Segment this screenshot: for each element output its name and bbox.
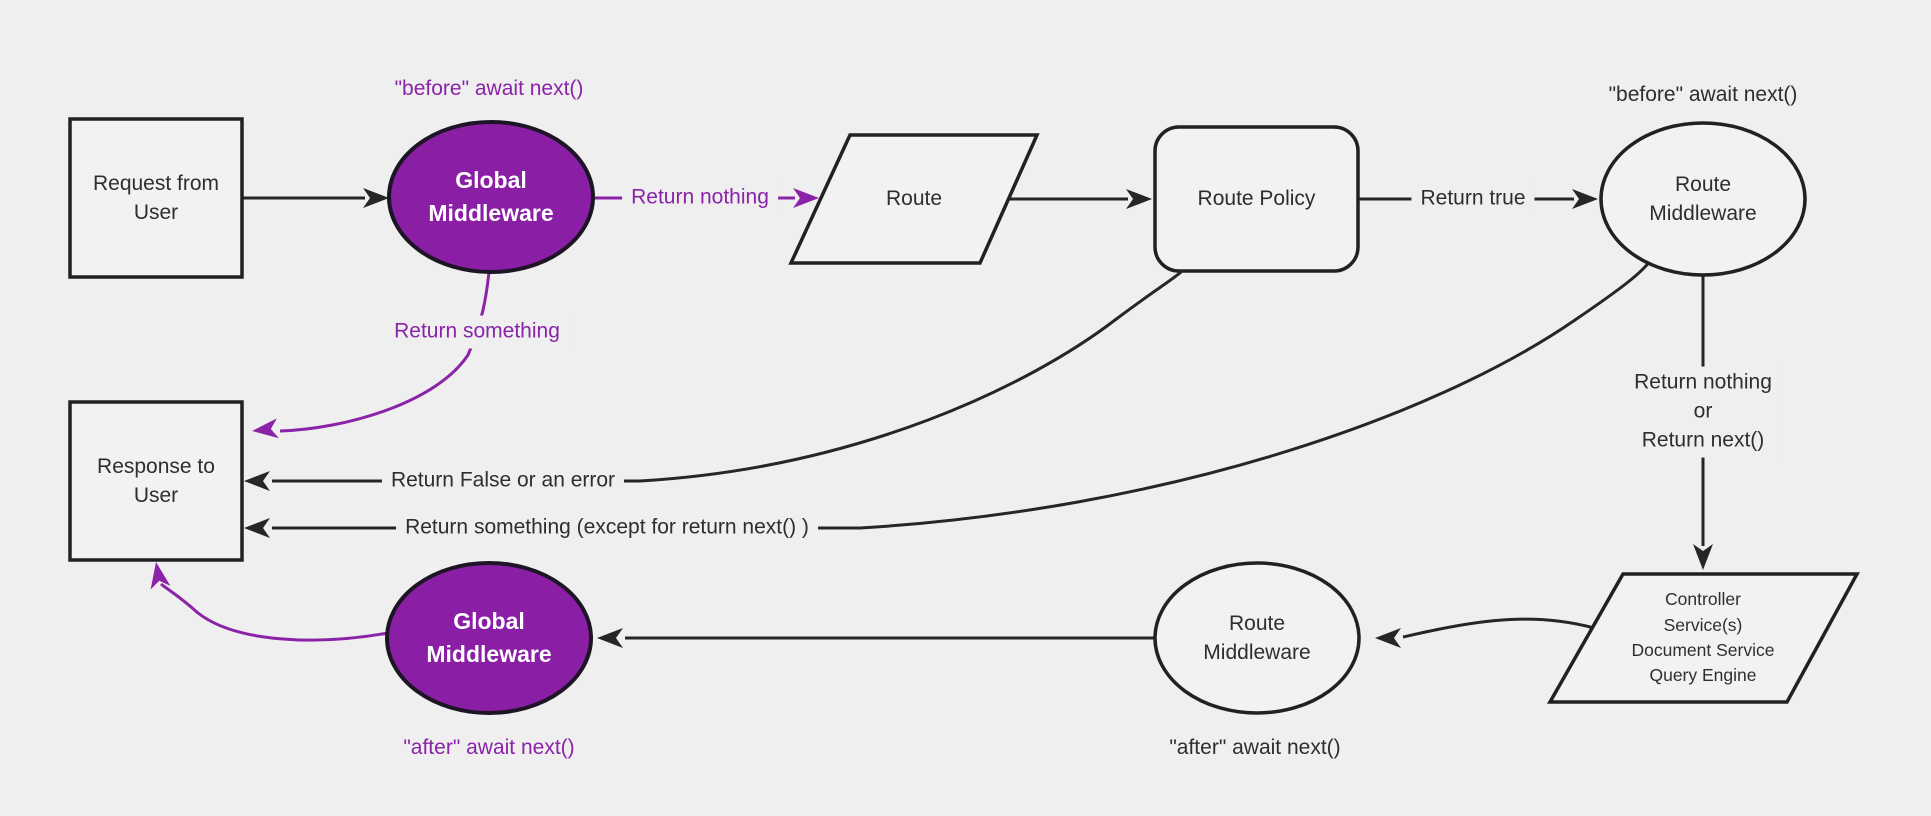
arrowhead-global-to-route [793, 188, 819, 208]
node-route-middleware-before-label: Route Middleware [1649, 172, 1757, 225]
edge-label-return-true: Return true [1411, 182, 1535, 216]
node-route-label: Route [885, 187, 943, 211]
node-controller-stack-label: Controller Service(s) Document Service Q… [1631, 589, 1775, 686]
edge-label-return-something: Return something [385, 315, 569, 349]
node-route-middleware-before-shape [1599, 121, 1807, 277]
edge-label-return-something-except: Return something (except for return next… [396, 511, 818, 545]
edge-controller-to-routemw-after [1402, 617, 1595, 639]
edge-routemw-to-response [272, 260, 1652, 530]
node-request-label: Request from User [92, 171, 220, 224]
node-controller-stack-shape [1546, 572, 1860, 704]
arrowhead-global-to-response [252, 418, 279, 439]
node-response-shape [68, 400, 244, 562]
node-global-middleware-after-shape [385, 561, 593, 715]
arrowhead-policy-to-response [244, 471, 270, 491]
node-global-middleware-before-label: Global Middleware [428, 166, 554, 226]
arrowhead-request-to-global [363, 188, 389, 208]
arrowhead-global-after-to-response [150, 562, 171, 590]
node-global-middleware-after-label: Global Middleware [426, 607, 552, 667]
node-route-middleware-after-shape [1153, 561, 1361, 715]
annotation-after-route-middleware: "after" await next() [1169, 736, 1341, 759]
annotation-before-route-middleware: "before" await next() [1608, 83, 1798, 106]
edge-global-after-to-response [160, 582, 389, 642]
edge-label-return-false-or-error: Return False or an error [381, 464, 625, 498]
annotation-after-global: "after" await next() [403, 736, 575, 759]
arrowhead-routemw-after-to-global-after [597, 628, 623, 648]
arrowhead-routemw-to-controller [1693, 544, 1713, 570]
node-route-middleware-after-label: Route Middleware [1203, 611, 1311, 664]
annotation-before-global: "before" await next() [394, 77, 584, 100]
arrowhead-policy-to-routemw [1572, 189, 1598, 209]
arrowhead-route-to-policy [1126, 189, 1152, 209]
node-route-policy-label: Route Policy [1197, 187, 1316, 211]
node-request-shape [68, 117, 244, 279]
edge-label-return-nothing-or-next: Return nothing or Return next() [1625, 366, 1781, 458]
arrowhead-controller-to-routemw-after [1375, 628, 1401, 648]
arrowhead-routemw-to-response [244, 518, 270, 538]
edge-global-to-response [279, 271, 491, 433]
node-global-middleware-before-shape [387, 120, 595, 274]
node-route-shape [788, 133, 1040, 265]
node-response-label: Response to User [97, 454, 215, 507]
edge-label-return-nothing: Return nothing [622, 181, 778, 215]
edge-policy-to-response [272, 270, 1182, 483]
node-route-policy-shape [1153, 125, 1360, 273]
